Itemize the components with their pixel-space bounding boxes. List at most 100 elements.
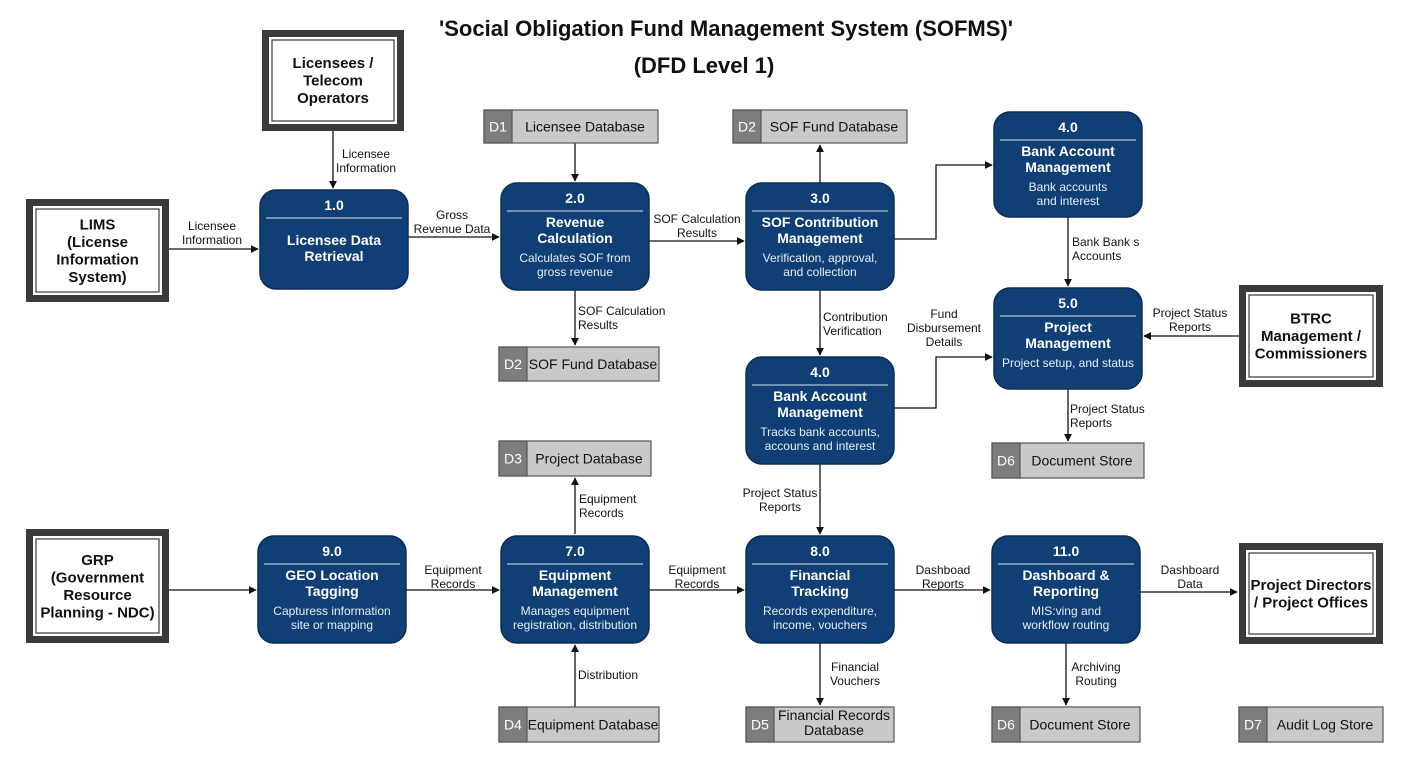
process-name-line-2: Reporting (1033, 583, 1099, 599)
flow-label-line-2: Vouchers (830, 674, 880, 688)
diagram-title-line2: (DFD Level 1) (634, 53, 775, 78)
flow-label-line-1: Licensee (188, 219, 236, 233)
process-name-line-1: SOF Contribution (762, 214, 879, 230)
entity-label-line-4: Planning - NDC) (40, 604, 154, 621)
process-number: 4.0 (1058, 119, 1078, 135)
process-desc-line-2: income, vouchers (773, 618, 867, 632)
store-id: D4 (504, 717, 522, 733)
store-id-box (498, 346, 528, 382)
flow-label-line-2: Records (579, 506, 624, 520)
process-name-line-2: Calculation (537, 230, 612, 246)
store-name-line-1: SOF Fund Database (529, 356, 658, 372)
store-id: D2 (738, 119, 756, 135)
entity-frame (1239, 543, 1383, 644)
store-id: D6 (997, 453, 1015, 469)
store-id: D1 (489, 119, 507, 135)
store-id: D3 (504, 451, 522, 467)
entity-label-line-2: Telecom (303, 73, 363, 90)
process-name-line-2: Management (1025, 335, 1111, 351)
entity-frame (262, 30, 404, 131)
flow-label-line-3: Details (926, 335, 963, 349)
process-number: 11.0 (1053, 543, 1080, 559)
process-desc-line-1: Manages equipment (521, 604, 630, 618)
entity-label-line-1: GRP (81, 552, 114, 569)
entity-inner-frame (35, 208, 160, 293)
store-id-box (745, 706, 775, 743)
flow-label-line-2: Reports (1070, 416, 1112, 430)
store-id-box (483, 109, 513, 144)
process-box (500, 182, 650, 291)
process-name-line-1: Equipment (539, 567, 612, 583)
process-box (257, 535, 407, 644)
flow-label-line-2: Data (1177, 577, 1203, 591)
process-name-line-2: Management (532, 583, 618, 599)
process-number: 9.0 (322, 543, 342, 559)
store-name-line-1: Licensee Database (525, 119, 645, 135)
entity-label-line-2: Management / (1261, 328, 1362, 345)
flow-label-line-2: Routing (1075, 674, 1116, 688)
store-name-line-1: Financial Records (778, 707, 890, 723)
process-name-line-1: Project (1044, 319, 1092, 335)
flow-label-line-1: Equipment (579, 492, 637, 506)
flow-label-line-1: SOF Calculation (578, 304, 665, 318)
flow-label-line-1: Equipment (424, 563, 482, 577)
flow-f_d4_p7: Distribution (571, 644, 638, 707)
entity-frame (26, 199, 169, 302)
process-desc-line-1: Records expenditure, (763, 604, 877, 618)
process-desc-line-2: and collection (783, 265, 856, 279)
process-name-line-1: GEO Location (285, 567, 378, 583)
store-name-line-1: Audit Log Store (1277, 717, 1374, 733)
entity-label-line-3: Commissioners (1255, 346, 1368, 363)
entity-frame (26, 529, 169, 643)
entity-label-line-1: LIMS (80, 216, 116, 233)
store-id-box (498, 706, 528, 743)
flow-label-line-2: Reports (922, 577, 964, 591)
store-s_d2_top: D2 SOF Fund Database (732, 109, 908, 144)
flow-label-line-1: Bank Bank s (1072, 235, 1139, 249)
entity-directors: Project Directors/ Project Offices (1239, 543, 1383, 644)
process-box (993, 287, 1143, 390)
flow-label-line-2: Reports (759, 500, 801, 514)
entity-frame (1239, 285, 1383, 387)
flows-layer: LicenseeInformationLicenseeInformationGr… (169, 131, 1239, 707)
process-number: 4.0 (810, 364, 830, 380)
store-name-line-2: Database (804, 722, 864, 738)
process-desc-line-2: accouns and interest (765, 439, 876, 453)
process-box (991, 535, 1141, 644)
process-number: 2.0 (565, 190, 585, 206)
process-name-line-2: Retrieval (304, 248, 363, 264)
process-box (745, 535, 895, 644)
store-name-line-1: SOF Fund Database (770, 119, 899, 135)
process-name-line-2: Management (1025, 159, 1111, 175)
flow-label-line-2: Information (182, 233, 242, 247)
flow-arrow (894, 353, 993, 409)
store-id: D5 (751, 717, 769, 733)
process-name-line-2: Management (777, 404, 863, 420)
flow-label-line-1: SOF Calculation (653, 212, 740, 226)
process-desc-line-1: Calculates SOF from (519, 251, 630, 265)
flow-label-line-1: Equipment (668, 563, 726, 577)
entity-label-line-2: (License (67, 234, 128, 251)
process-box (259, 189, 409, 290)
flow-label-line-2: Records (431, 577, 476, 591)
